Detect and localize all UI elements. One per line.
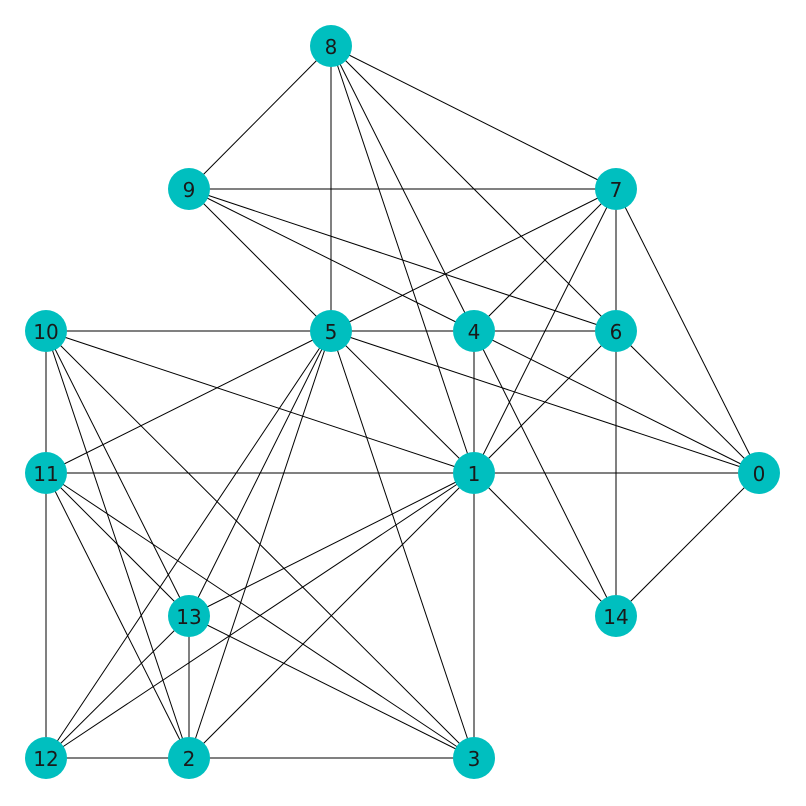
node-8: 8: [310, 25, 352, 67]
edge-7-4: [473, 188, 617, 332]
node-label: 0: [753, 462, 766, 486]
edge-9-4: [188, 188, 475, 332]
node-11: 11: [25, 452, 67, 494]
edge-11-13: [45, 472, 190, 617]
edge-8-7: [330, 45, 617, 190]
node-label: 1: [468, 462, 481, 486]
node-circle: [168, 595, 210, 637]
node-label: 14: [603, 605, 628, 629]
node-4: 4: [453, 310, 495, 352]
node-label: 5: [325, 320, 338, 344]
node-label: 3: [468, 747, 481, 771]
node-circle: [453, 737, 495, 779]
node-circle: [168, 737, 210, 779]
edge-5-12: [45, 330, 332, 759]
node-10: 10: [25, 310, 67, 352]
edge-13-3: [188, 615, 475, 759]
edges-layer: [45, 45, 760, 759]
edge-9-5: [188, 188, 332, 332]
node-circle: [453, 452, 495, 494]
node-label: 7: [610, 178, 623, 202]
node-12: 12: [25, 737, 67, 779]
node-circle: [25, 452, 67, 494]
node-label: 12: [33, 747, 58, 771]
node-circle: [595, 595, 637, 637]
node-circle: [595, 310, 637, 352]
node-label: 8: [325, 35, 338, 59]
node-6: 6: [595, 310, 637, 352]
node-label: 6: [610, 320, 623, 344]
node-label: 2: [183, 747, 196, 771]
edge-13-12: [45, 615, 190, 759]
node-5: 5: [310, 310, 352, 352]
node-9: 9: [168, 168, 210, 210]
edge-7-0: [615, 188, 760, 474]
edge-11-2: [45, 472, 190, 759]
edge-1-14: [473, 472, 617, 617]
node-13: 13: [168, 595, 210, 637]
edge-5-11: [45, 330, 332, 474]
node-label: 4: [468, 320, 481, 344]
node-label: 11: [33, 462, 58, 486]
node-2: 2: [168, 737, 210, 779]
edge-10-1: [45, 330, 475, 474]
node-circle: [168, 168, 210, 210]
edge-7-5: [330, 188, 617, 332]
edge-5-1: [330, 330, 475, 474]
node-7: 7: [595, 168, 637, 210]
edge-5-2: [188, 330, 332, 759]
edge-0-14: [615, 472, 760, 617]
edge-6-1: [473, 330, 617, 474]
node-1: 1: [453, 452, 495, 494]
node-0: 0: [738, 452, 780, 494]
node-circle: [310, 25, 352, 67]
node-circle: [310, 310, 352, 352]
node-label: 10: [33, 320, 58, 344]
node-14: 14: [595, 595, 637, 637]
node-circle: [738, 452, 780, 494]
node-circle: [595, 168, 637, 210]
edge-1-13: [188, 472, 475, 617]
node-3: 3: [453, 737, 495, 779]
edge-6-0: [615, 330, 760, 474]
node-circle: [25, 737, 67, 779]
edge-9-6: [188, 188, 617, 332]
node-label: 13: [176, 605, 201, 629]
node-label: 9: [183, 178, 196, 202]
edge-8-9: [188, 45, 332, 190]
edge-1-2: [188, 472, 475, 759]
edge-1-12: [45, 472, 475, 759]
node-circle: [453, 310, 495, 352]
node-circle: [25, 310, 67, 352]
